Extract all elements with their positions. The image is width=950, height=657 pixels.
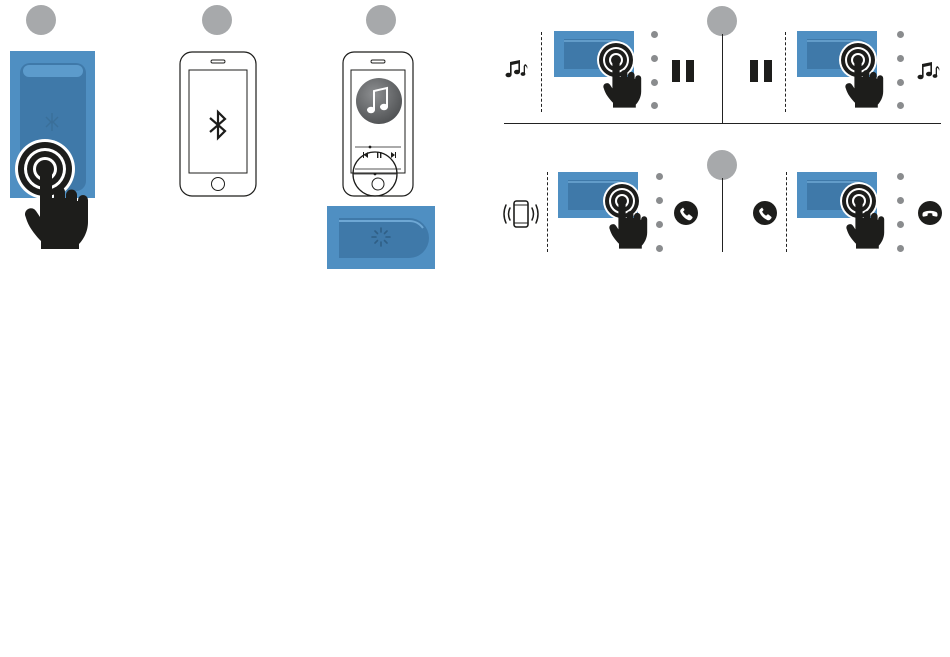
phone-answer-icon — [753, 201, 777, 225]
led-indicator — [651, 55, 658, 62]
led-indicator — [656, 173, 663, 180]
led-indicator — [897, 245, 904, 252]
led-indicator — [897, 221, 904, 228]
grid-horizontal-divider — [504, 123, 941, 124]
pause-icon — [750, 60, 772, 82]
hand-pointer-icon — [610, 195, 646, 253]
pause-icon — [672, 60, 694, 82]
step-badge-4a — [707, 6, 737, 36]
step-badge-2 — [202, 5, 232, 35]
led-indicator — [651, 102, 658, 109]
led-indicator — [656, 245, 663, 252]
phone-hangup-icon — [918, 201, 942, 225]
led-indicator — [897, 102, 904, 109]
step-badge-3 — [366, 5, 396, 35]
led-indicator — [897, 55, 904, 62]
step-badge-1 — [26, 5, 56, 35]
led-indicator — [897, 79, 904, 86]
ringing-phone-icon — [503, 199, 539, 229]
music-notes-icon — [504, 58, 530, 80]
led-indicator — [656, 221, 663, 228]
click-wheel-highlight — [351, 150, 399, 198]
led-indicator — [651, 31, 658, 38]
grid-vertical-divider-top — [722, 34, 723, 123]
hand-pointer-icon — [604, 54, 640, 112]
led-indicator — [651, 79, 658, 86]
music-note-icon — [354, 76, 404, 126]
hand-pointer-icon — [847, 195, 883, 253]
dashed-separator — [547, 172, 548, 252]
led-indicator — [897, 31, 904, 38]
music-notes-icon — [916, 60, 942, 82]
bluetooth-icon — [207, 109, 229, 141]
step-badge-4b — [707, 150, 737, 180]
led-indicator — [897, 173, 904, 180]
dashed-separator — [541, 32, 542, 112]
clip-device-led — [327, 206, 435, 269]
led-indicator — [897, 197, 904, 204]
phone-answer-icon — [674, 201, 698, 225]
hand-pointer-icon — [846, 54, 882, 112]
led-indicator — [656, 197, 663, 204]
dashed-separator — [786, 172, 787, 252]
hand-pointer-icon — [26, 160, 86, 256]
dashed-separator — [785, 32, 786, 112]
grid-vertical-divider-bottom — [722, 178, 723, 252]
